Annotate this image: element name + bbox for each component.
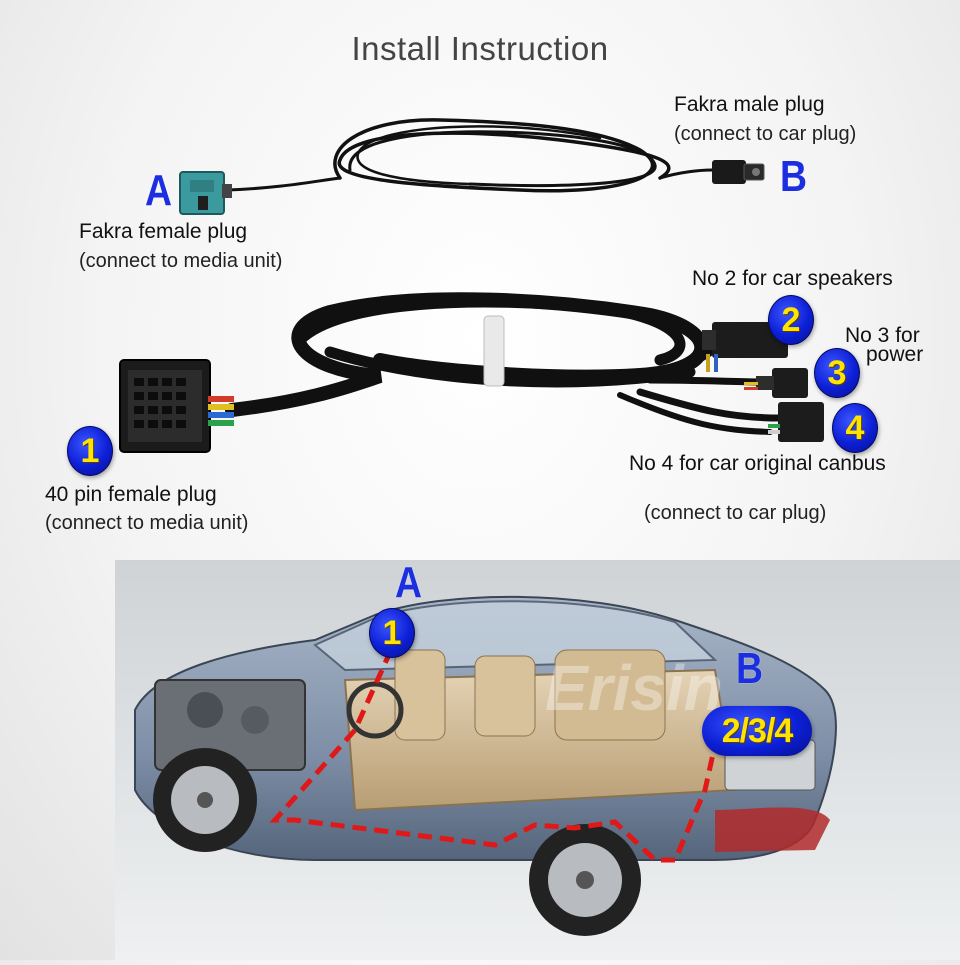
speaker-connector-icon bbox=[702, 322, 788, 372]
watermark: Erisin bbox=[545, 652, 723, 724]
badge-1: 1 bbox=[67, 426, 113, 476]
canbus-connector-icon bbox=[768, 402, 824, 442]
fakra-male-plug-note: (connect to car plug) bbox=[674, 123, 857, 145]
car-label-b: B bbox=[736, 644, 764, 693]
40-pin-connector-icon bbox=[119, 359, 234, 453]
no3-label-line2: power bbox=[866, 343, 924, 366]
power-connector-icon bbox=[744, 368, 808, 398]
car-badge-234: 2/3/4 bbox=[702, 706, 812, 756]
40-pin-plug-note: (connect to media unit) bbox=[45, 512, 249, 534]
no2-label: No 2 for car speakers bbox=[692, 267, 893, 290]
car-plug-note: (connect to car plug) bbox=[644, 502, 827, 524]
car-icon: Erisin bbox=[115, 560, 960, 960]
fakra-male-connector-icon bbox=[712, 160, 765, 184]
fakra-male-plug-label: Fakra male plug bbox=[674, 93, 825, 116]
badge-4: 4 bbox=[832, 403, 878, 453]
40-pin-plug-label: 40 pin female plug bbox=[45, 483, 217, 506]
badge-2: 2 bbox=[768, 295, 814, 345]
page-title: Install Instruction bbox=[351, 30, 609, 67]
label-b: B bbox=[780, 152, 808, 201]
car-cutaway-diagram: Erisin bbox=[115, 560, 960, 960]
label-a: A bbox=[145, 166, 173, 215]
fakra-female-plug-label: Fakra female plug bbox=[79, 220, 248, 243]
no3-label-line1: No 3 for bbox=[845, 324, 920, 347]
fakra-cable-illustration bbox=[119, 118, 824, 453]
wiring-route bbox=[269, 628, 718, 863]
badge-3: 3 bbox=[814, 348, 860, 398]
no4-label: No 4 for car original canbus bbox=[629, 452, 886, 475]
car-badge-1: 1 bbox=[369, 608, 415, 658]
fakra-female-connector-icon bbox=[179, 171, 232, 215]
car-label-a: A bbox=[395, 558, 423, 607]
fakra-female-plug-note: (connect to media unit) bbox=[79, 250, 283, 272]
